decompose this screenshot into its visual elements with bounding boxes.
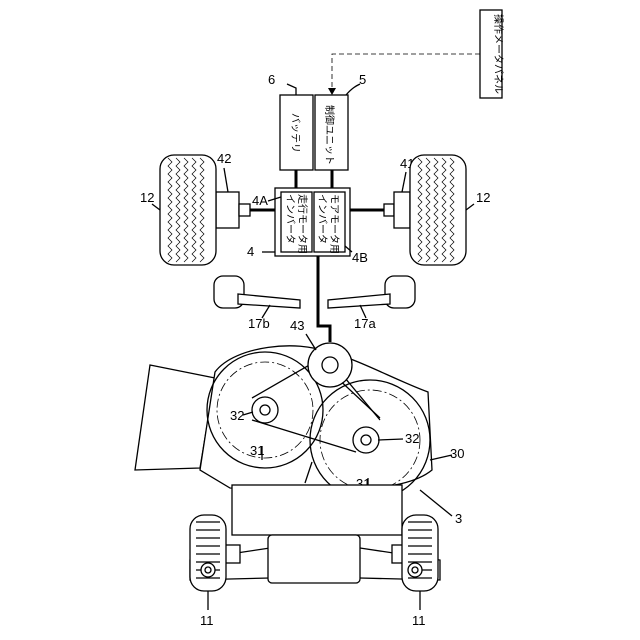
leader-42 xyxy=(224,168,228,192)
panel-label: 操作メータパネル xyxy=(492,14,505,94)
ref-4a: 4A xyxy=(252,193,268,208)
signal-arrow xyxy=(328,88,336,95)
mower-inverter-label-1: モアモータ用 xyxy=(328,194,340,254)
left-rear-wheel-12 xyxy=(160,155,216,265)
ref-12-left: 12 xyxy=(140,190,154,205)
ref-5: 5 xyxy=(359,72,366,87)
travel-inverter-label-1: 走行モータ用 xyxy=(296,194,309,254)
ref-4: 4 xyxy=(247,244,254,259)
ref-17b: 17b xyxy=(248,316,270,331)
leader-5 xyxy=(346,84,360,95)
left-front-caster-11 xyxy=(190,515,226,591)
ref-42: 42 xyxy=(217,151,231,166)
control-unit-label: 制御ユニット xyxy=(323,105,336,165)
battery: バッテリ xyxy=(280,95,313,170)
right-travel-motor-41 xyxy=(384,192,410,228)
ref-11-left: 11 xyxy=(200,613,214,628)
ref-17a: 17a xyxy=(354,316,376,331)
mower-motor-cable xyxy=(318,256,330,342)
lever-17b xyxy=(214,276,300,308)
leader-41 xyxy=(402,172,406,192)
ref-43: 43 xyxy=(290,318,304,333)
left-travel-motor-42 xyxy=(216,192,250,228)
ref-32-right: 32 xyxy=(405,431,419,446)
leader-12-right xyxy=(466,204,474,210)
ref-6: 6 xyxy=(268,72,275,87)
operation-meter-panel: 操作メータパネル xyxy=(480,10,505,98)
ref-30: 30 xyxy=(450,446,464,461)
mower-deck-30 xyxy=(135,343,432,500)
ref-12-right: 12 xyxy=(476,190,490,205)
leader-6 xyxy=(287,84,296,95)
inverter-unit: 走行モータ用 インバータ モアモータ用 インバータ xyxy=(275,188,350,256)
battery-label: バッテリ xyxy=(289,113,301,153)
leader-30 xyxy=(430,455,452,460)
ref-3: 3 xyxy=(455,511,462,526)
lever-17a xyxy=(328,276,415,308)
mower-inverter-label-2: インバータ xyxy=(316,194,328,244)
ref-11-right: 11 xyxy=(412,613,426,628)
leader-3 xyxy=(420,490,452,516)
right-rear-wheel-12 xyxy=(410,155,466,265)
control-unit: 制御ユニット xyxy=(315,95,348,170)
ref-32-left: 32 xyxy=(230,408,244,423)
travel-inverter-label-2: インバータ xyxy=(284,194,296,244)
ref-4b: 4B xyxy=(352,250,368,265)
right-front-caster-11 xyxy=(402,515,438,591)
